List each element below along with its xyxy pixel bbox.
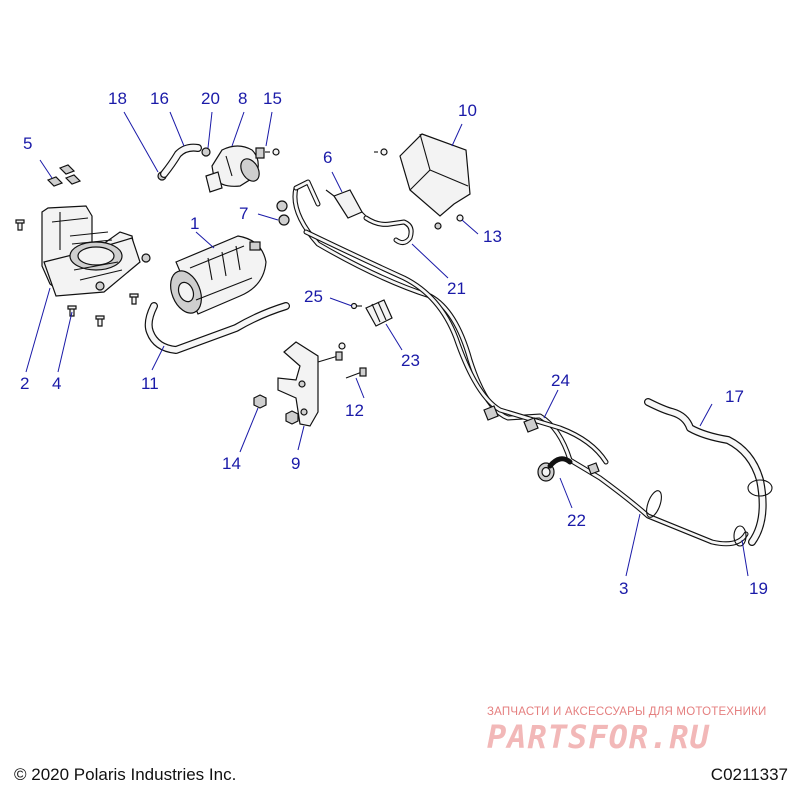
callout-12: 12: [345, 401, 364, 420]
callout-labels: 1 2 3 4 5 6 7 8 9 10 11 12 13 14 15 16 1…: [20, 89, 768, 598]
evap-canister: [170, 235, 267, 315]
callout-17: 17: [725, 387, 744, 406]
callout-22: 22: [567, 511, 586, 530]
callout-7: 7: [239, 204, 248, 223]
push-clips: [46, 164, 82, 187]
callout-24: 24: [551, 371, 570, 390]
callout-11: 11: [141, 374, 159, 393]
line-clamp-block: [350, 299, 393, 327]
leader-lines: [25, 111, 749, 577]
check-valve-hose: [363, 215, 414, 246]
check-valve: [325, 189, 371, 221]
callout-1: 1: [190, 214, 199, 233]
short-hose: [160, 143, 202, 178]
canister-mount-bracket: [41, 205, 151, 297]
line-clips: [483, 405, 600, 475]
callout-4: 4: [52, 374, 61, 393]
callout-14: 14: [222, 454, 241, 473]
callout-18: 18: [108, 89, 127, 108]
callout-2: 2: [20, 374, 29, 393]
callout-21: 21: [447, 279, 466, 298]
canister-outlet-hose: [144, 302, 290, 354]
drawing-id: C0211337: [710, 765, 788, 784]
callout-16: 16: [150, 89, 169, 108]
callout-10: 10: [458, 101, 477, 120]
vent-valve: [205, 145, 260, 193]
callout-23: 23: [401, 351, 420, 370]
callout-6: 6: [323, 148, 332, 167]
callout-3: 3: [619, 579, 628, 598]
mount-screws: [15, 219, 139, 327]
hose-clamps: [646, 479, 773, 547]
callout-8: 8: [238, 89, 247, 108]
callout-20: 20: [201, 89, 220, 108]
fill-hose: [644, 398, 767, 546]
callout-25: 25: [304, 287, 323, 306]
callout-19: 19: [749, 579, 768, 598]
callout-5: 5: [23, 134, 32, 153]
vapor-lines: [292, 179, 749, 547]
callout-15: 15: [263, 89, 282, 108]
hex-nuts: [253, 394, 299, 425]
grommets: [276, 200, 290, 226]
heat-shield: [374, 133, 471, 230]
callout-13: 13: [483, 227, 502, 246]
elbow-fitting: [537, 456, 573, 482]
bolts: [317, 342, 367, 379]
callout-9: 9: [291, 454, 300, 473]
watermark-subtitle: ЗАПЧАСТИ И АКСЕССУАРЫ ДЛЯ МОТОТЕХНИКИ: [487, 706, 767, 718]
bracket-plate: [277, 341, 319, 427]
copyright-notice: © 2020 Polaris Industries Inc.: [14, 765, 237, 784]
watermark-logo: PARTSFOR.RU: [487, 718, 710, 756]
